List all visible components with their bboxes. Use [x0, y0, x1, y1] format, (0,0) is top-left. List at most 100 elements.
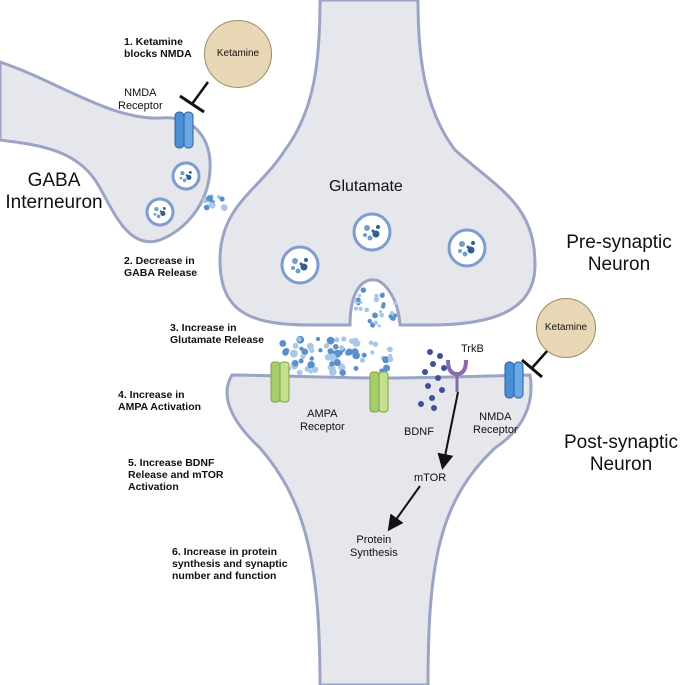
bdnf-dot	[422, 369, 428, 375]
glutamate-particles	[202, 194, 398, 376]
step-1-label: 1. Ketamine blocks NMDA	[124, 36, 192, 61]
vesicles-layer	[145, 161, 487, 285]
neurotransmitter-dot	[462, 251, 468, 257]
neurotransmitter-dot	[159, 210, 162, 213]
step-5-label: 5. Increase BDNF Release and mTOR Activa…	[128, 457, 224, 494]
nmda-subunit	[513, 361, 524, 399]
glutamate-particle	[292, 342, 299, 349]
neurotransmitter-dot	[295, 268, 301, 274]
inhibition-bar-gaba	[179, 94, 205, 114]
neurotransmitter-dot	[186, 174, 192, 180]
glutamate-particle	[352, 340, 360, 347]
glutamate-particle	[279, 339, 287, 347]
glutamate-particle	[353, 365, 359, 371]
glutamate-particle	[333, 349, 342, 358]
glutamate-particle	[370, 350, 375, 355]
glutamate-particle	[311, 366, 319, 373]
glutamate-particle	[379, 312, 385, 318]
ketamine-post-label: Ketamine	[544, 322, 588, 334]
neurotransmitter-dot	[304, 258, 308, 262]
neurotransmitter-dot	[153, 212, 157, 216]
glutamate-particle	[353, 306, 359, 311]
glutamate-particle	[373, 320, 378, 325]
nmda-receptor-top-label: NMDA Receptor	[118, 87, 163, 112]
glutamate-particle	[308, 369, 313, 374]
step-2-label: 2. Decrease in GABA Release	[124, 255, 198, 280]
ampa-subunit	[369, 371, 380, 413]
neurotransmitter-dot	[364, 225, 370, 231]
glutamate-particle	[374, 293, 379, 299]
step-4-label: 4. Increase in AMPA Activation	[118, 389, 202, 414]
glutamate-particle	[386, 346, 393, 353]
neurotransmitter-dot	[458, 249, 462, 253]
gaba-particle	[206, 195, 213, 202]
glutamate-particle	[367, 318, 372, 324]
glutamate-particle	[292, 360, 299, 367]
glutamate-particle	[328, 353, 337, 362]
neurotransmitter-dot	[182, 178, 187, 183]
glutamate-particle	[326, 336, 335, 345]
vesicle	[145, 197, 175, 227]
vesicle	[447, 228, 487, 268]
glutamate-particle	[327, 348, 334, 355]
neurotransmitter-dot	[162, 206, 166, 210]
glutamate-particle	[315, 336, 321, 342]
glutamate-particle	[379, 292, 385, 298]
glutamate-particle	[323, 343, 330, 349]
glutamate-particle	[341, 336, 347, 342]
neurotransmitter-dot	[185, 174, 188, 177]
glutamate-particle	[329, 361, 335, 367]
glutamate-particle	[388, 314, 393, 319]
nmda-subunit	[183, 111, 194, 149]
neurotransmitter-dot	[467, 246, 475, 254]
glutamate-particle	[372, 341, 379, 347]
glutamate-particle	[283, 347, 289, 354]
glutamate-particle	[364, 307, 370, 313]
glutamate-particle	[382, 356, 390, 364]
neurotransmitter-dot	[367, 235, 373, 241]
glutamate-particle	[300, 353, 306, 360]
glutamate-particle	[373, 296, 380, 303]
bdnf-dot	[427, 349, 433, 355]
glutamate-particle	[339, 345, 345, 351]
glutamate-particle	[393, 313, 398, 318]
bdnf-dot	[441, 365, 447, 371]
arrow-trkb-to-mtor	[437, 391, 459, 470]
arrow-mtor-to-protein	[387, 485, 421, 532]
nmda-subunit	[174, 111, 185, 149]
bdnf-label: BDNF	[404, 426, 434, 438]
bdnf-dot	[431, 405, 437, 411]
gaba-particle	[203, 204, 210, 211]
glutamate-particle	[301, 348, 309, 356]
neurotransmitter-dot	[466, 245, 470, 249]
glutamate-particle	[351, 348, 359, 356]
glutamate-particle	[296, 369, 303, 376]
bdnf-dot	[425, 383, 431, 389]
ketamine-top-icon: Ketamine	[204, 20, 272, 88]
glutamate-particle	[358, 306, 363, 311]
neurotransmitter-dot	[156, 214, 161, 219]
bdnf-dot	[437, 353, 443, 359]
arrow-layer	[179, 81, 549, 532]
bdnf-dot	[430, 361, 436, 367]
neurotransmitter-dot	[471, 241, 475, 245]
glutamate-particle	[357, 293, 362, 298]
neurotransmitter-dot	[180, 170, 185, 176]
glutamate-particle	[377, 324, 381, 328]
neurotransmitter-dot	[292, 258, 298, 264]
glutamate-particle	[372, 312, 378, 319]
vesicle	[171, 161, 201, 191]
ketamine-top-label: Ketamine	[216, 48, 260, 60]
gaba-particle	[220, 204, 228, 211]
neurotransmitter-dot	[300, 263, 308, 271]
inhibition-line-gaba	[190, 81, 210, 105]
nmda-receptor-post-label: NMDA Receptor	[473, 411, 518, 436]
ampa-receptor-label: AMPA Receptor	[300, 408, 345, 433]
protein-synthesis-label: Protein Synthesis	[350, 534, 398, 559]
ampa-subunit	[279, 361, 290, 403]
glutamate-particle	[361, 352, 367, 358]
gaba-particle	[208, 201, 213, 207]
neurotransmitter-dot	[376, 225, 380, 229]
glutamate-particle	[289, 349, 298, 358]
